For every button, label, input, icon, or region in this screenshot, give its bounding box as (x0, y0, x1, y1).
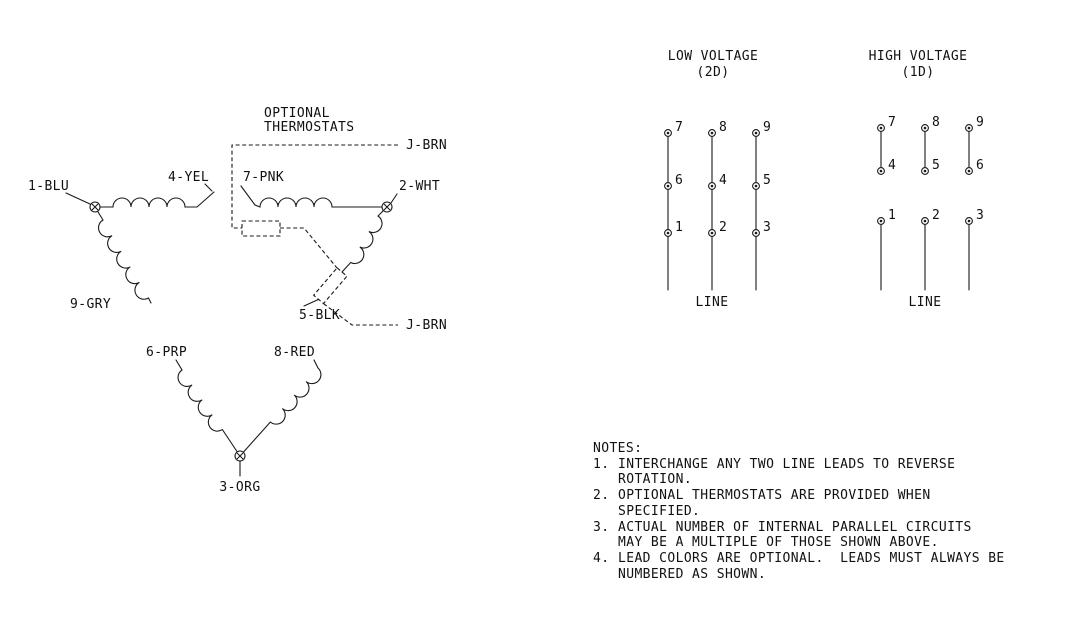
note-number: 3. (593, 519, 610, 535)
note-item-1: 1. INTERCHANGE ANY TWO LINE LEADS TO REV… (593, 457, 1048, 488)
terminal-number: 3 (763, 220, 771, 235)
terminal (965, 124, 973, 132)
note-item-3: 3. ACTUAL NUMBER OF INTERNAL PARALLEL CI… (593, 520, 1048, 551)
leader-1-blu (65, 192, 91, 205)
terminal (708, 229, 716, 237)
terminal (752, 229, 760, 237)
terminal-number: 6 (976, 158, 984, 173)
note-text: OPTIONAL THERMOSTATS ARE PROVIDED WHEN S… (618, 488, 931, 519)
terminal-number: 1 (888, 208, 896, 223)
note-line: LEAD COLORS ARE OPTIONAL. LEADS MUST ALW… (618, 550, 1005, 566)
label-lead-8: 8-RED (274, 345, 315, 360)
terminal (877, 167, 885, 175)
note-line: OPTIONAL THERMOSTATS ARE PROVIDED WHEN (618, 488, 931, 504)
label-thermostat-lead-bottom: J-BRN (406, 318, 447, 333)
high-line-label: LINE (909, 295, 942, 310)
terminal-number: 7 (675, 120, 683, 135)
leader-4-yel (204, 183, 213, 192)
terminal-number: 9 (763, 120, 771, 135)
terminal-3 (234, 450, 246, 462)
terminal (664, 182, 672, 190)
terminal (752, 182, 760, 190)
label-lead-7: 7-PNK (243, 170, 284, 185)
delta-winding-diagram: 1-BLU 2-WHT 3-ORG 4-YEL 7-PNK 9-GRY 6-PR… (28, 106, 447, 495)
note-text: ACTUAL NUMBER OF INTERNAL PARALLEL CIRCU… (618, 520, 972, 551)
label-lead-6: 6-PRP (146, 345, 187, 360)
lead-5-stub (303, 298, 320, 307)
terminal-number: 5 (932, 158, 940, 173)
terminal-number: 4 (719, 173, 727, 188)
terminal-number: 3 (976, 208, 984, 223)
terminal-number: 4 (888, 158, 896, 173)
note-number: 2. (593, 488, 610, 504)
high-voltage-subtitle: (1D) (902, 65, 935, 80)
terminal (921, 124, 929, 132)
note-line: ROTATION. (618, 472, 693, 488)
terminal-1 (89, 201, 101, 213)
low-line-label: LINE (696, 295, 729, 310)
terminal-number: 2 (719, 220, 727, 235)
note-item-4: 4. LEAD COLORS ARE OPTIONAL. LEADS MUST … (593, 551, 1048, 582)
terminal-number: 7 (888, 115, 896, 130)
thermostat-lead-top-dashed (231, 144, 398, 229)
note-number: 1. (593, 456, 610, 472)
note-text: INTERCHANGE ANY TWO LINE LEADS TO REVERS… (618, 457, 955, 488)
terminal-number: 8 (932, 115, 940, 130)
label-lead-4: 4-YEL (168, 170, 209, 185)
high-voltage-title: HIGH VOLTAGE (869, 49, 968, 64)
label-lead-3: 3-ORG (219, 480, 260, 495)
winding-right (341, 206, 388, 273)
note-line: INTERCHANGE ANY TWO LINE LEADS TO REVERS… (618, 456, 956, 472)
note-line: MAY BE A MULTIPLE OF THOSE SHOWN ABOVE. (618, 535, 939, 551)
terminal (877, 217, 885, 225)
thermostat-box-2 (312, 267, 348, 305)
terminal-2 (381, 201, 393, 213)
note-text: LEAD COLORS ARE OPTIONAL. LEADS MUST ALW… (618, 551, 1005, 582)
terminal (708, 129, 716, 137)
low-voltage-subtitle: (2D) (697, 65, 730, 80)
note-number: 4. (593, 550, 610, 566)
note-line: NUMBERED AS SHOWN. (618, 566, 767, 582)
terminal (965, 217, 973, 225)
terminal (708, 182, 716, 190)
winding-top-left (94, 191, 215, 208)
low-voltage-connection-diagram: LOW VOLTAGE (2D) 7 8 9 6 4 5 1 2 3 LINE (664, 49, 771, 310)
thermostat-connector-dashed (280, 227, 338, 269)
terminal-number: 1 (675, 220, 683, 235)
label-optional-thermostats-line2: THERMOSTATS (264, 120, 355, 135)
winding-bottom-right (239, 359, 322, 457)
terminal-number: 6 (675, 173, 683, 188)
thermostat-lead-bottom-dashed (323, 303, 398, 326)
note-item-2: 2. OPTIONAL THERMOSTATS ARE PROVIDED WHE… (593, 488, 1048, 519)
label-optional-thermostats-line1: OPTIONAL (264, 106, 330, 121)
terminal (877, 124, 885, 132)
terminal-number: 5 (763, 173, 771, 188)
winding-left (94, 206, 152, 304)
leader-2-wht (390, 193, 398, 204)
terminal (664, 229, 672, 237)
terminal-number: 2 (932, 208, 940, 223)
terminal (965, 167, 973, 175)
low-voltage-title: LOW VOLTAGE (668, 49, 759, 64)
notes-section: NOTES: 1. INTERCHANGE ANY TWO LINE LEADS… (593, 441, 1048, 582)
label-lead-2: 2-WHT (399, 179, 440, 194)
terminal (921, 217, 929, 225)
terminal (752, 129, 760, 137)
label-lead-5: 5-BLK (299, 308, 340, 323)
thermostat-box-1 (241, 220, 281, 237)
note-line: ACTUAL NUMBER OF INTERNAL PARALLEL CIRCU… (618, 519, 972, 535)
note-line: SPECIFIED. (618, 503, 701, 519)
winding-top-right (240, 185, 388, 208)
notes-heading: NOTES: (593, 441, 643, 456)
label-lead-1: 1-BLU (28, 179, 69, 194)
label-thermostat-lead-top: J-BRN (406, 138, 447, 153)
winding-bottom-left (175, 359, 241, 457)
terminal-number: 9 (976, 115, 984, 130)
terminal (664, 129, 672, 137)
terminal-number: 8 (719, 120, 727, 135)
terminal (921, 167, 929, 175)
label-lead-9: 9-GRY (70, 297, 111, 312)
high-voltage-connection-diagram: HIGH VOLTAGE (1D) 7 8 9 4 5 6 1 2 (869, 49, 984, 310)
